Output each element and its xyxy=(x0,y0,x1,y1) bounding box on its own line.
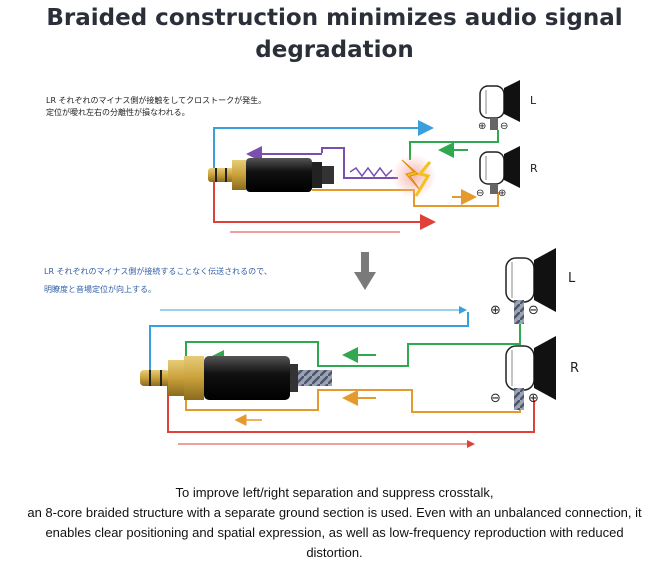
top-wire-left-signal xyxy=(213,120,434,172)
top-note-line-2: 定位が曖れ左右の分離性が損なわれる。 xyxy=(46,107,190,117)
bottom-earphone-r: ⊖ ⊕ R xyxy=(490,336,579,410)
top-r-minus-icon: ⊖ xyxy=(476,188,484,199)
bottom-earphone-l: ⊕ ⊖ L xyxy=(490,248,576,324)
caption: To improve left/right separation and sup… xyxy=(0,483,669,563)
top-plug xyxy=(208,158,334,192)
page-title: Braided construction minimizes audio sig… xyxy=(0,2,669,66)
bottom-r-plus-icon: ⊕ xyxy=(528,391,539,406)
caption-line-3: enables clear positioning and spatial ex… xyxy=(45,525,624,540)
bottom-plug xyxy=(140,356,332,400)
caption-line-2: an 8-core braided structure with a separ… xyxy=(27,505,642,520)
bottom-wire-right-ground xyxy=(185,388,521,413)
top-l-minus-icon: ⊖ xyxy=(500,121,508,132)
top-earphone-l: ⊕ ⊖ L xyxy=(478,80,537,132)
bottom-note-line-2: 明瞭度と音場定位が向上する。 xyxy=(44,284,156,294)
title-line-2: degradation xyxy=(255,37,414,63)
bottom-l-minus-icon: ⊖ xyxy=(528,303,539,318)
top-wire-purple xyxy=(321,147,398,179)
bottom-l-plus-icon: ⊕ xyxy=(490,303,501,318)
top-wire-right-ground xyxy=(312,189,499,207)
top-label-l: L xyxy=(530,94,537,107)
caption-line-4: distortion. xyxy=(306,545,363,560)
caption-line-1: To improve left/right separation and sup… xyxy=(175,485,494,500)
crosstalk-glow xyxy=(392,154,436,198)
spark-icon-2 xyxy=(414,161,432,197)
down-arrow-icon xyxy=(354,252,376,290)
top-earphone-r: ⊖ ⊕ R xyxy=(476,146,538,199)
top-wire-left-ground xyxy=(409,130,499,160)
top-l-plus-icon: ⊕ xyxy=(478,121,486,132)
top-wire-right-signal xyxy=(213,172,436,230)
bottom-wire-right-signal xyxy=(167,376,535,433)
top-diagram: LR それぞれのマイナス側が接触をしてクロストークが発生。 定位が曖れ左右の分離… xyxy=(46,80,538,233)
top-note-line-1: LR それぞれのマイナス側が接触をしてクロストークが発生。 xyxy=(46,95,266,105)
title-line-1: Braided construction minimizes audio sig… xyxy=(46,5,623,31)
bottom-diagram: LR それぞれのマイナス側が接続することなく伝送されるので、 明瞭度と音場定位が… xyxy=(44,248,579,448)
bottom-label-l: L xyxy=(568,271,576,286)
bottom-note-line-1: LR それぞれのマイナス側が接続することなく伝送されるので、 xyxy=(44,266,272,276)
top-label-r: R xyxy=(530,162,538,175)
bottom-wire-left-ground xyxy=(185,322,521,367)
bottom-wire-left-signal xyxy=(149,312,469,376)
bottom-r-minus-icon: ⊖ xyxy=(490,391,501,406)
top-crosstalk-wave xyxy=(349,166,393,178)
top-r-plus-icon: ⊕ xyxy=(498,188,506,199)
wiring-diagram: LR それぞれのマイナス側が接触をしてクロストークが発生。 定位が曖れ左右の分離… xyxy=(44,80,579,448)
bottom-label-r: R xyxy=(570,361,579,376)
